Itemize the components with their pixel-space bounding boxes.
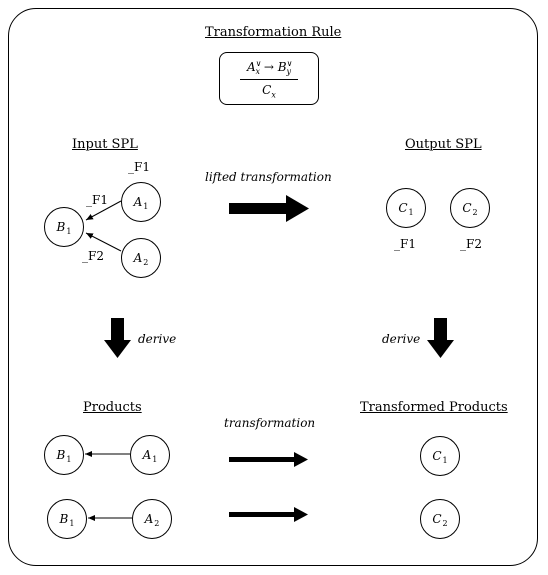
rule-rhs: Cx (262, 83, 276, 100)
feature-label: _F1 (86, 193, 108, 207)
transformation-arrow-1 (229, 452, 308, 467)
input-spl-title: Input SPL (72, 137, 138, 152)
products-title: Products (83, 400, 142, 415)
edge-a1-b1 (85, 200, 122, 221)
feature-label: _F2 (460, 237, 482, 251)
feature-label: _F1 (128, 160, 150, 174)
output-spl-title: Output SPL (405, 137, 482, 152)
derive-right-label: derive (382, 332, 421, 346)
transformed-products-title: Transformed Products (360, 400, 508, 415)
rule-box: A∨x → B∨y Cx (219, 52, 319, 105)
feature-label: _F2 (82, 249, 104, 263)
derive-left-arrow (104, 318, 131, 358)
derive-right-arrow (427, 318, 454, 358)
transformation-arrow-2 (229, 507, 308, 522)
rule-title: Transformation Rule (205, 25, 342, 40)
feature-label: _F1 (394, 237, 416, 251)
lifted-transformation-label: lifted transformation (205, 170, 332, 184)
diagram-frame (8, 8, 538, 566)
lifted-transformation-arrow (229, 195, 309, 222)
derive-left-label: derive (138, 332, 177, 346)
transformation-label: transformation (224, 416, 316, 430)
rule-lhs: A∨x → B∨y (247, 59, 293, 77)
edge-a2-b1 (85, 232, 122, 252)
rule-fraction-bar (240, 79, 298, 80)
